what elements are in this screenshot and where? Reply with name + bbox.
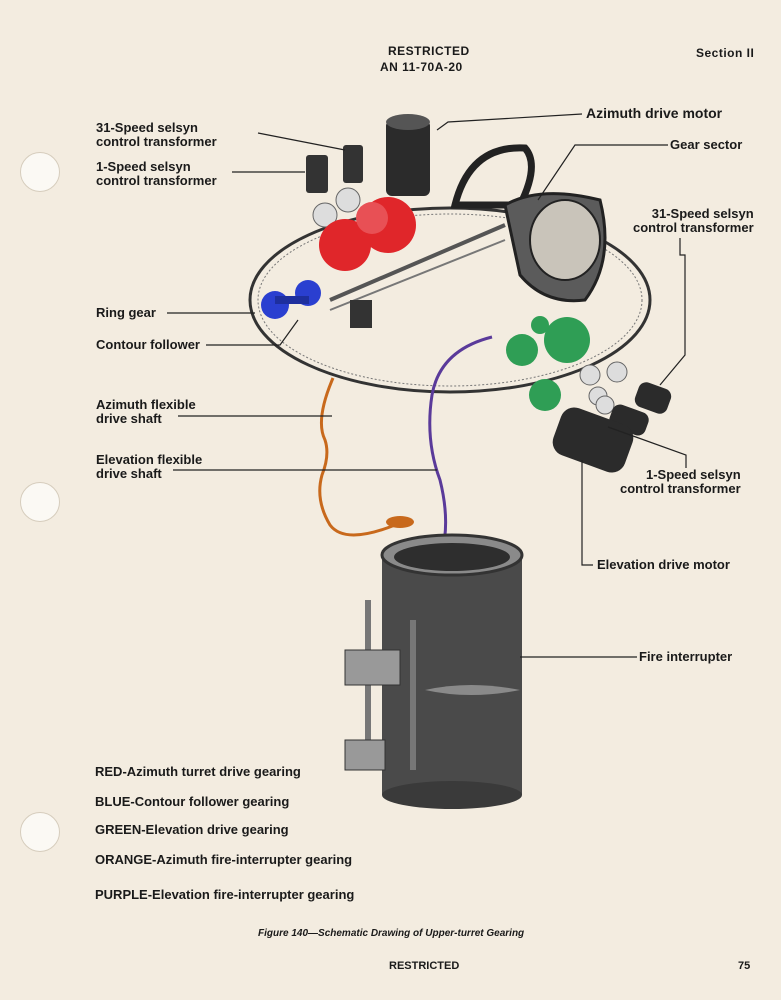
figure-caption: Figure 140—Schematic Drawing of Upper-tu… [258, 928, 525, 939]
orange-azimuth-flexible-shaft [318, 377, 396, 537]
label-fire-interrupter: Fire interrupter [639, 649, 733, 664]
leader-lines [167, 113, 687, 658]
blue-contour-follower-gearing [261, 280, 321, 319]
header-section: Section II [696, 46, 755, 60]
label-contour-follower: Contour follower [96, 337, 200, 352]
legend-purple: PURPLE-Elevation fire-interrupter gearin… [95, 887, 355, 902]
binder-hole [20, 152, 60, 192]
binder-hole [20, 812, 60, 852]
legend-green: GREEN-Elevation drive gearing [95, 822, 289, 837]
fire-interrupter-drawing [344, 533, 524, 809]
green-elevation-gearing [506, 316, 590, 411]
legend-red: RED-Azimuth turret drive gearing [95, 764, 301, 779]
label-ring-gear: Ring gear [96, 305, 156, 320]
label-azimuth-drive-motor: Azimuth drive motor [586, 105, 723, 121]
red-azimuth-gearing [319, 197, 416, 271]
binder-hole [20, 482, 60, 522]
footer-classification: RESTRICTED [389, 960, 460, 972]
label-gear-sector: Gear sector [670, 137, 743, 152]
legend-blue: BLUE-Contour follower gearing [95, 794, 290, 809]
header-doc-number: AN 11-70A-20 [380, 60, 463, 74]
ring-gear-drawing [248, 206, 652, 394]
label-elevation-drive-motor: Elevation drive motor [597, 557, 730, 572]
header-classification: RESTRICTED [388, 44, 470, 58]
legend-orange: ORANGE-Azimuth fire-interrupter gearing [95, 852, 353, 867]
page-number: 75 [738, 960, 751, 972]
